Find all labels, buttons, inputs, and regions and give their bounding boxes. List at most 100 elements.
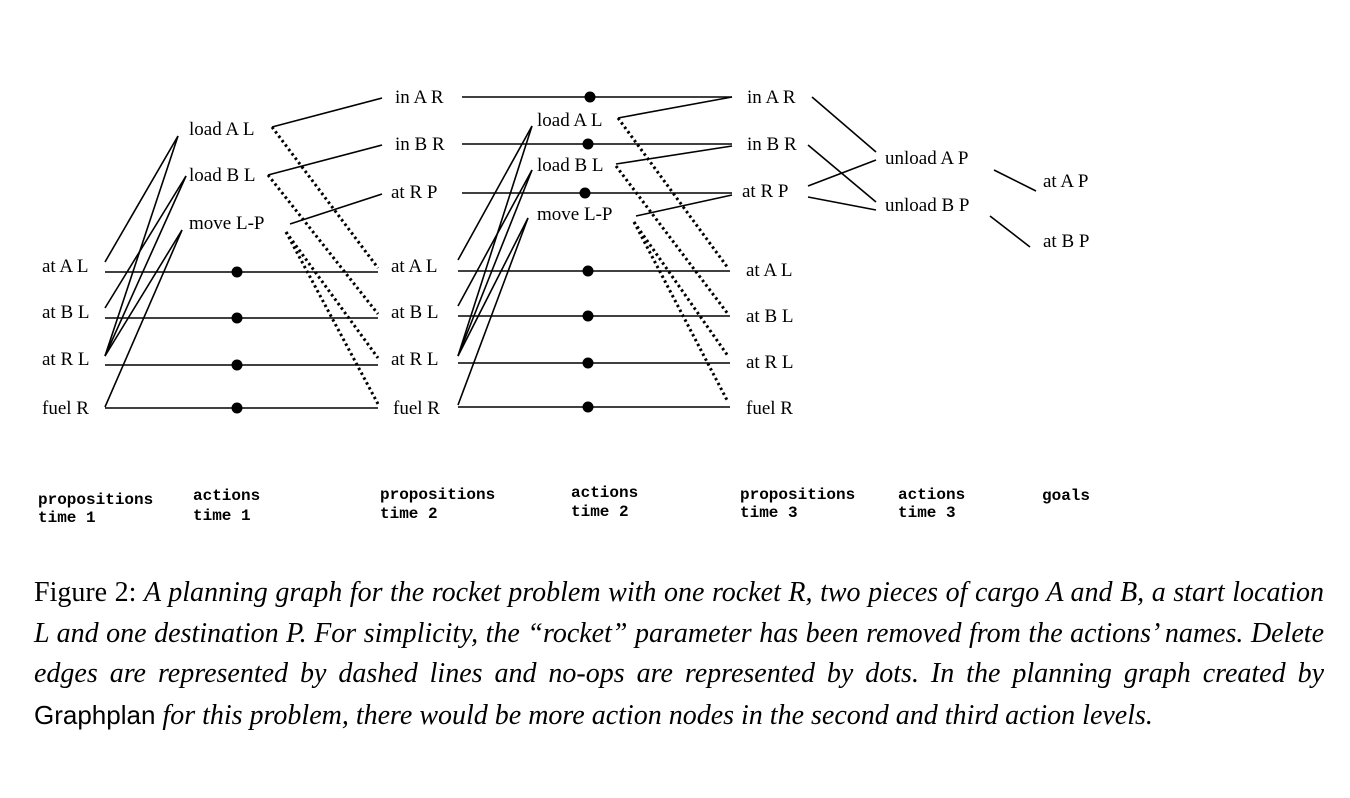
node-p2-at-r-p: at R P (391, 182, 437, 203)
edge-add-effect (615, 145, 733, 165)
level-label-actions-3: actions time 3 (898, 486, 975, 522)
node-p3-at-a-l: at A L (746, 260, 792, 281)
caption-text-end: for this problem, there would be more ac… (162, 699, 1153, 731)
node-goal-at-a-p: at A P (1043, 171, 1088, 192)
edge-add-effect (289, 193, 383, 225)
level-label-line: actions (193, 487, 260, 505)
edge-precondition (811, 96, 877, 153)
action-level-1: load A L load B L move L-P (189, 119, 264, 234)
node-p2-in-a-r: in A R (395, 87, 444, 108)
noop-dot (231, 266, 243, 278)
node-p1-at-b-l: at B L (42, 302, 90, 323)
edge-delete-effect (614, 165, 730, 315)
edge-delete-effect (632, 221, 730, 403)
node-p3-fuel-r: fuel R (746, 398, 793, 419)
level-label-propositions-1: propositions time 1 (38, 491, 163, 527)
caption-label: Figure 2: (34, 577, 137, 608)
edge-precondition (104, 135, 179, 357)
edge-delete-effect (632, 221, 730, 357)
proposition-level-3: in A R in B R at R P at A L at B L at R … (742, 87, 797, 419)
noop-dot (584, 91, 596, 103)
level-label-line: time 3 (740, 504, 798, 522)
noop-dot (582, 265, 594, 277)
node-p3-at-b-l: at B L (746, 306, 794, 327)
edges-level-3 (807, 96, 1037, 248)
node-a1-move-l-p: move L-P (189, 213, 264, 234)
edge-add-effect (989, 215, 1031, 248)
edge-add-effect (635, 194, 733, 217)
edge-precondition (457, 169, 533, 357)
proposition-level-2: in A R in B R at R P at A L at B L at R … (391, 87, 445, 419)
edge-precondition (457, 169, 533, 307)
edge-precondition (457, 125, 533, 357)
edge-precondition (457, 217, 529, 357)
edge-precondition (104, 135, 179, 263)
level-label-line: time 2 (571, 503, 629, 521)
figure-caption: Figure 2: A planning graph for the rocke… (34, 573, 1324, 736)
node-p1-at-r-l: at R L (42, 349, 90, 370)
noop-dot (231, 402, 243, 414)
edges-level-1 (104, 97, 383, 409)
node-p2-at-a-l: at A L (391, 256, 437, 277)
level-label-line: propositions (38, 491, 153, 509)
edge-delete-effect (266, 174, 380, 315)
level-label-line: propositions (380, 486, 495, 504)
node-p2-fuel-r: fuel R (393, 398, 440, 419)
noop-dot (231, 312, 243, 324)
node-a2-load-b-l: load B L (537, 155, 604, 176)
noop-dot (582, 357, 594, 369)
edge-delete-effect (284, 231, 380, 359)
node-p3-in-a-r: in A R (747, 87, 796, 108)
edge-add-effect (617, 96, 733, 119)
level-label-line: actions (571, 484, 638, 502)
node-p3-in-b-r: in B R (747, 134, 797, 155)
node-a1-load-a-l: load A L (189, 119, 254, 140)
edge-precondition (807, 196, 877, 211)
caption-text: A planning graph for the rocket problem … (34, 577, 1324, 689)
edge-precondition (457, 217, 529, 406)
node-p1-fuel-r: fuel R (42, 398, 89, 419)
edge-add-effect (267, 144, 383, 176)
node-a2-move-l-p: move L-P (537, 204, 612, 225)
edge-precondition (807, 144, 877, 203)
edges-level-2 (457, 96, 733, 408)
proposition-level-1: at A L at B L at R L fuel R (42, 256, 90, 419)
level-label-line: time 3 (898, 504, 956, 522)
level-label-actions-2: actions time 2 (571, 484, 648, 521)
node-p3-at-r-p: at R P (742, 181, 788, 202)
node-a2-load-a-l: load A L (537, 110, 602, 131)
node-p1-at-a-l: at A L (42, 256, 88, 277)
node-goal-at-b-p: at B P (1043, 231, 1089, 252)
action-level-2: load A L load B L move L-P (537, 110, 612, 225)
edge-add-effect (271, 97, 383, 128)
edge-precondition (104, 229, 183, 357)
edge-add-effect (993, 169, 1037, 192)
noop-dot (582, 401, 594, 413)
node-a1-load-b-l: load B L (189, 165, 256, 186)
planning-graph-diagram: at A L at B L at R L fuel R load A L loa… (38, 87, 1090, 527)
level-label-goals: goals (1042, 487, 1090, 505)
edge-precondition (104, 175, 187, 309)
level-label-line: actions (898, 486, 965, 504)
node-p2-at-b-l: at B L (391, 302, 439, 323)
node-p3-at-r-l: at R L (746, 352, 794, 373)
edge-delete-effect (270, 126, 380, 269)
caption-system-name: Graphplan (34, 699, 156, 730)
edge-precondition (104, 175, 187, 357)
noop-dot (582, 138, 594, 150)
edge-precondition (457, 125, 533, 261)
noop-dot (231, 359, 243, 371)
level-label-propositions-3: propositions time 3 (740, 486, 865, 522)
noop-dots (231, 91, 596, 414)
level-label-line: time 1 (38, 509, 96, 527)
goal-level: at A P at B P (1043, 171, 1089, 252)
noop-dot (582, 310, 594, 322)
node-a3-unload-b-p: unload B P (885, 195, 969, 216)
noop-dot (579, 187, 591, 199)
level-label-line: time 1 (193, 507, 251, 525)
action-level-3: unload A P unload B P (885, 148, 969, 216)
level-labels: propositions time 1 actions time 1 propo… (38, 484, 1090, 527)
level-label-line: time 2 (380, 505, 438, 523)
node-p2-in-b-r: in B R (395, 134, 445, 155)
level-label-actions-1: actions time 1 (193, 487, 270, 525)
